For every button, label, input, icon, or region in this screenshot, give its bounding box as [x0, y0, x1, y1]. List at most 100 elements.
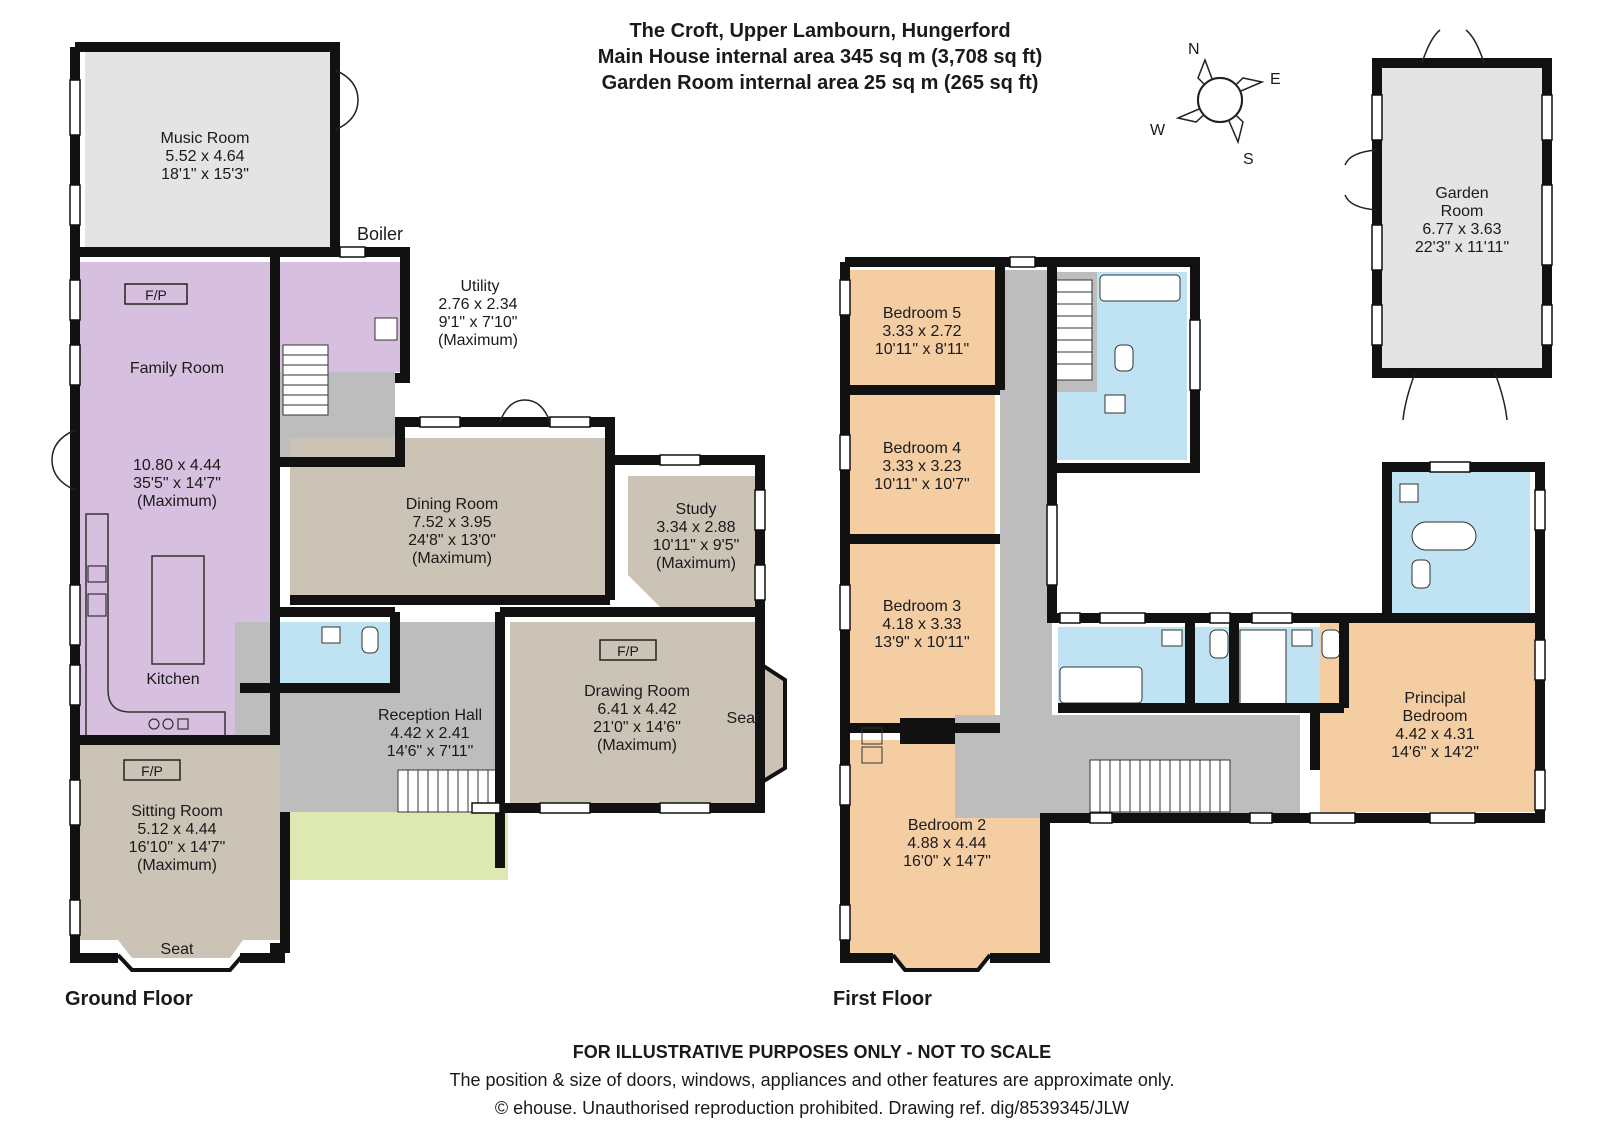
utility-sink	[374, 317, 398, 341]
ensuite-bath	[1411, 521, 1477, 551]
study-imperial: 10'11" x 9'5"	[653, 537, 740, 554]
bedroom4-imperial: 10'11" x 10'7"	[874, 476, 969, 493]
drawing-room-name: Drawing Room	[584, 683, 690, 700]
reception-hall-imperial: 14'6" x 7'11"	[387, 743, 474, 760]
drawing-room-metric: 6.41 x 4.42	[597, 701, 676, 718]
garden-room-metric: 6.77 x 3.63	[1422, 221, 1501, 238]
first-stairs	[1089, 759, 1231, 813]
music-room-fill	[85, 52, 330, 248]
bedroom3-name: Bedroom 3	[883, 598, 961, 615]
bedroom5-imperial: 10'11" x 8'11"	[875, 341, 969, 358]
bedroom2-name: Bedroom 2	[908, 817, 986, 834]
family-bath-wc	[1114, 344, 1134, 372]
utility-imperial: 9'1" x 7'10"	[439, 314, 518, 331]
bedroom5-metric: 3.33 x 2.72	[882, 323, 961, 340]
music-room-name: Music Room	[161, 130, 250, 147]
drawing-room-note: (Maximum)	[597, 737, 677, 754]
disclaimer-line-1: FOR ILLUSTRATIVE PURPOSES ONLY - NOT TO …	[573, 1042, 1051, 1062]
drawing-bay-fill	[762, 665, 785, 782]
bedroom4-fill	[850, 393, 995, 536]
disclaimer-line-3: © ehouse. Unauthorised reproduction proh…	[495, 1098, 1129, 1118]
bedroom4-metric: 3.33 x 3.23	[882, 458, 961, 475]
sitting-room-note: (Maximum)	[137, 857, 217, 874]
reception-hall-metric: 4.42 x 2.41	[390, 725, 469, 742]
compass-w: W	[1150, 122, 1166, 139]
bath-row-wc	[1209, 629, 1229, 659]
family-french-door	[51, 429, 76, 491]
bedroom2-metric: 4.88 x 4.44	[907, 835, 986, 852]
sitting-room-imperial: 16'10" x 14'7"	[129, 839, 226, 856]
sitting-bay-fill	[118, 940, 243, 958]
bedroom4-name: Bedroom 4	[883, 440, 961, 457]
study-note: (Maximum)	[656, 555, 736, 572]
bedroom5-name: Bedroom 5	[883, 305, 961, 322]
kitchen-label: Kitchen	[146, 671, 199, 688]
reception-hall-name: Reception Hall	[378, 707, 482, 724]
fp-sitting-box	[123, 759, 181, 781]
bedroom3-fill	[850, 541, 995, 725]
wc-toilet	[361, 626, 379, 654]
first-fp-icons	[861, 727, 883, 764]
plan-title: The Croft, Upper Lambourn, Hungerford	[629, 20, 1010, 42]
shower-basin	[1291, 629, 1313, 647]
ground-floor-plan	[51, 42, 787, 972]
shower-wc	[1321, 629, 1341, 659]
garden-room-fill	[1382, 68, 1542, 368]
main-area: Main House internal area 345 sq m (3,708…	[598, 46, 1043, 68]
chimney-block	[900, 718, 955, 744]
first-floor-title: First Floor	[833, 988, 932, 1010]
music-room-metric: 5.52 x 4.64	[165, 148, 244, 165]
fp-sitting-label: F/P	[141, 763, 163, 779]
bath-row-basin	[1161, 629, 1183, 647]
dining-room-note: (Maximum)	[412, 550, 492, 567]
family-bath-tub	[1099, 274, 1181, 302]
drawing-room-imperial: 21'0" x 14'6"	[593, 719, 681, 736]
shower-tray	[1239, 629, 1287, 707]
garden-side-doors	[1344, 149, 1378, 211]
disclaimer-line-2: The position & size of doors, windows, a…	[449, 1070, 1174, 1090]
kitchen-island	[151, 555, 205, 665]
dining-room-imperial: 24'8" x 13'0"	[408, 532, 496, 549]
hob-icon	[148, 718, 189, 730]
sitting-room-metric: 5.12 x 4.44	[137, 821, 216, 838]
utility-note: (Maximum)	[438, 332, 518, 349]
ensuite-wc	[1411, 559, 1431, 589]
compass-s: S	[1243, 151, 1254, 168]
sitting-seat-label: Seat	[161, 941, 194, 958]
first-floor-plan	[839, 256, 1546, 972]
bedroom2-imperial: 16'0" x 14'7"	[903, 853, 991, 870]
sitting-bay-wall	[116, 953, 245, 972]
compass-e: E	[1270, 71, 1281, 88]
garden-area: Garden Room internal area 25 sq m (265 s…	[602, 72, 1039, 94]
fp-family-box	[124, 283, 188, 305]
dining-french-door	[499, 399, 551, 423]
principal-name-2: Bedroom	[1403, 708, 1468, 725]
dining-room-metric: 7.52 x 3.95	[412, 514, 491, 531]
fp-drawing-box	[599, 639, 657, 661]
garden-room-plan	[1344, 29, 1553, 421]
wc-basin	[321, 626, 341, 644]
study-fill	[628, 476, 755, 612]
sitting-room-name: Sitting Room	[131, 803, 223, 820]
ground-floor-title: Ground Floor	[65, 988, 193, 1010]
drawing-bay-wall	[760, 663, 787, 784]
principal-metric: 4.42 x 4.31	[1395, 726, 1474, 743]
garden-bottom-doors	[1402, 372, 1508, 421]
study-name: Study	[676, 501, 717, 518]
sink-icon	[87, 565, 107, 617]
music-room-imperial: 18'1" x 15'3"	[161, 166, 249, 183]
principal-imperial: 14'6" x 14'2"	[1391, 744, 1479, 761]
principal-name-1: Principal	[1404, 690, 1465, 707]
ensuite-basin	[1399, 483, 1419, 503]
music-french-door	[334, 69, 359, 131]
bedroom5-fill	[850, 270, 995, 388]
bedroom2-bay-wall	[891, 953, 992, 972]
garden-room-name-1: Garden	[1435, 185, 1488, 202]
garden-room-name-2: Room	[1441, 203, 1484, 220]
first-windows	[839, 256, 1546, 941]
compass-n: N	[1188, 41, 1200, 58]
boiler-label: Boiler	[357, 224, 403, 244]
family-room-name: Family Room	[130, 360, 224, 377]
utility-metric: 2.76 x 2.34	[438, 296, 517, 313]
